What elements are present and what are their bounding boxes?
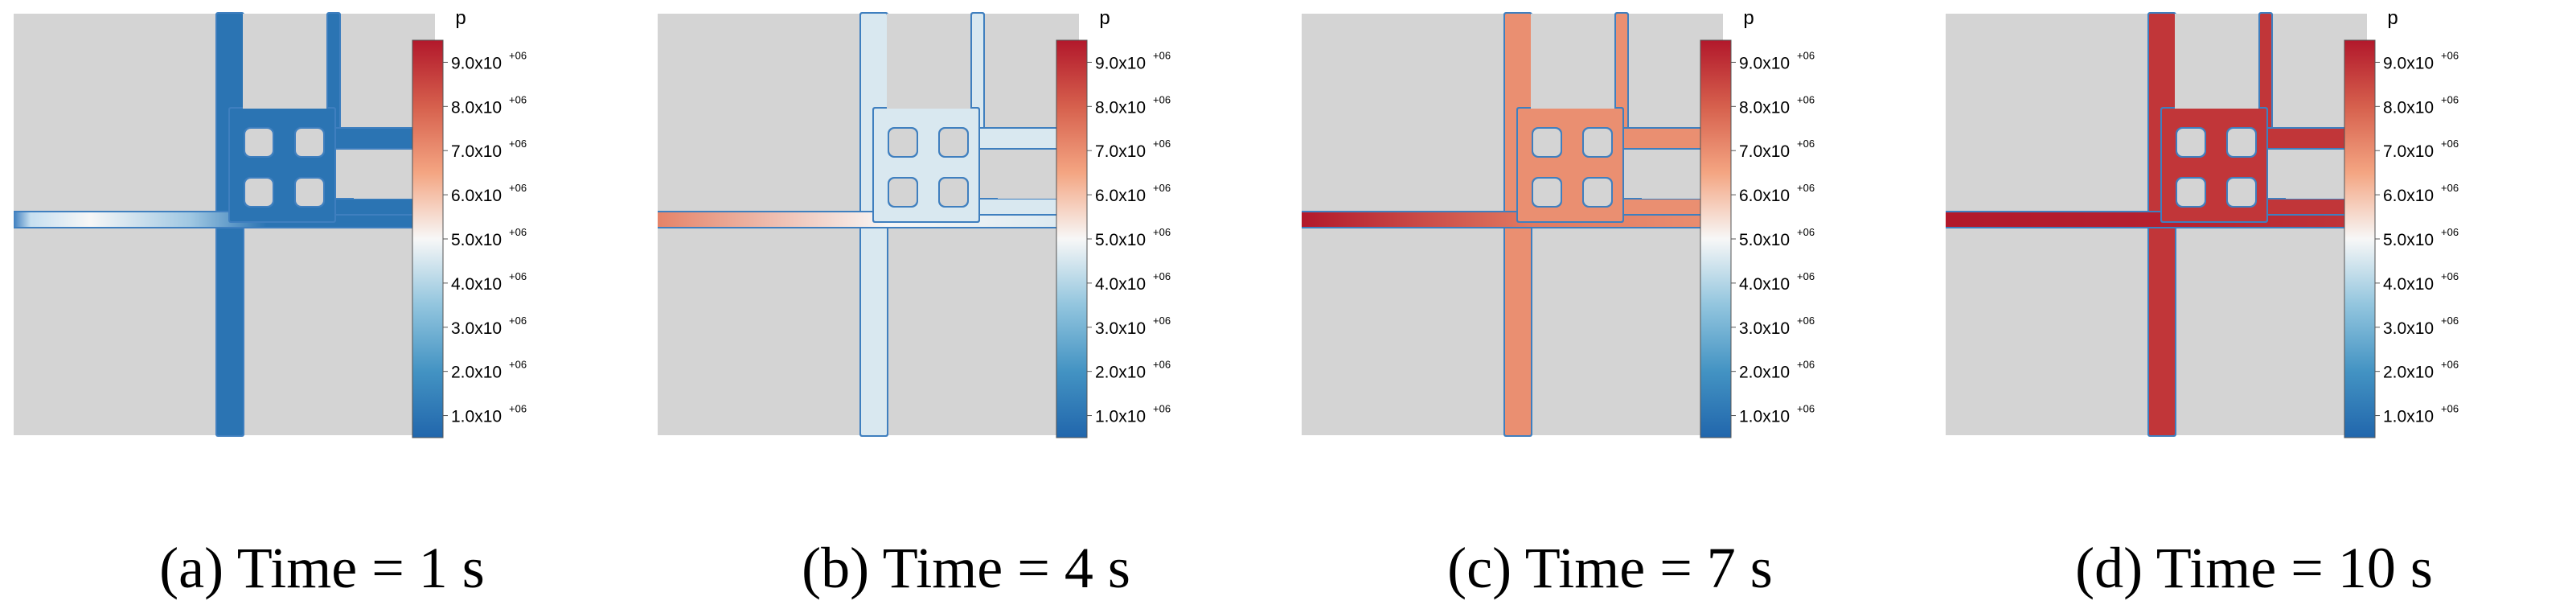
colorbar-tick-exponent: +06 bbox=[509, 226, 527, 238]
colorbar-tick-label: 2.0x10 bbox=[1095, 364, 1146, 382]
colorbar-tick-exponent: +06 bbox=[1797, 270, 1815, 282]
colorbar-tick-exponent: +06 bbox=[509, 49, 527, 61]
colorbar-tick-label: 2.0x10 bbox=[451, 364, 502, 382]
colorbar-tick-exponent: +06 bbox=[509, 182, 527, 194]
fracture-network bbox=[1302, 12, 1725, 437]
colorbar-tick-label: 8.0x10 bbox=[1095, 98, 1146, 117]
colorbar: p 9.0x10 +06 8.0x10 +06 7.0x10 +06 6.0x10 +06 5.0… bbox=[1056, 7, 1171, 438]
colorbar-tick-label: 9.0x10 bbox=[451, 54, 502, 72]
colorbar-title: p bbox=[455, 7, 466, 29]
panel-caption: (a) Time = 1 s bbox=[159, 536, 485, 600]
colorbar-tick-label: 2.0x10 bbox=[2383, 364, 2434, 382]
colorbar-tick-exponent: +06 bbox=[1797, 359, 1815, 371]
colorbar-tick-exponent: +06 bbox=[1153, 315, 1171, 327]
colorbar-tick-label: 8.0x10 bbox=[2383, 98, 2434, 117]
panel-d: p 9.0x10 +06 8.0x10 +06 7.0x10 +06 6.0x10 +06 5.0… bbox=[1932, 0, 2576, 613]
colorbar-tick-exponent: +06 bbox=[509, 359, 527, 371]
colorbar-tick-exponent: +06 bbox=[509, 315, 527, 327]
colorbar-tick-exponent: +06 bbox=[1797, 49, 1815, 61]
colorbar-tick-label: 1.0x10 bbox=[1739, 408, 1790, 426]
colorbar-tick-label: 9.0x10 bbox=[1095, 54, 1146, 72]
pressure-field: p 9.0x10 +06 8.0x10 +06 7.0x10 +06 6.0x10 +06 5.0… bbox=[1946, 7, 2459, 438]
colorbar-tick-exponent: +06 bbox=[2441, 182, 2459, 194]
colorbar-tick-exponent: +06 bbox=[509, 138, 527, 150]
colorbar-title: p bbox=[1743, 7, 1754, 29]
colorbar-tick-exponent: +06 bbox=[1797, 226, 1815, 238]
colorbar-tick-exponent: +06 bbox=[2441, 359, 2459, 371]
colorbar-tick-label: 6.0x10 bbox=[1739, 187, 1790, 205]
colorbar-tick-exponent: +06 bbox=[2441, 315, 2459, 327]
colorbar-tick-exponent: +06 bbox=[1153, 359, 1171, 371]
colorbar-tick-label: 4.0x10 bbox=[451, 275, 502, 294]
colorbar-tick-label: 6.0x10 bbox=[2383, 187, 2434, 205]
colorbar-tick-label: 4.0x10 bbox=[1095, 275, 1146, 294]
colorbar: p 9.0x10 +06 8.0x10 +06 7.0x10 +06 6.0x10 +06 5.0… bbox=[412, 7, 527, 438]
colorbar-tick-exponent: +06 bbox=[1797, 138, 1815, 150]
colorbar-tick-label: 4.0x10 bbox=[2383, 275, 2434, 294]
colorbar-tick-label: 8.0x10 bbox=[1739, 98, 1790, 117]
colorbar-tick-label: 9.0x10 bbox=[1739, 54, 1790, 72]
colorbar-tick-label: 4.0x10 bbox=[1739, 275, 1790, 294]
colorbar-tick-exponent: +06 bbox=[1797, 182, 1815, 194]
colorbar-tick-label: 2.0x10 bbox=[1739, 364, 1790, 382]
pressure-field: p 9.0x10 +06 8.0x10 +06 7.0x10 +06 6.0x10 +06 5.0… bbox=[658, 7, 1171, 438]
colorbar-tick-exponent: +06 bbox=[509, 93, 527, 105]
colorbar-tick-label: 3.0x10 bbox=[451, 319, 502, 338]
colorbar-title: p bbox=[1099, 7, 1110, 29]
colorbar-tick-label: 5.0x10 bbox=[451, 231, 502, 249]
colorbar-title: p bbox=[2387, 7, 2398, 29]
colorbar-tick-exponent: +06 bbox=[1153, 182, 1171, 194]
colorbar: p 9.0x10 +06 8.0x10 +06 7.0x10 +06 6.0x10 +06 5.0… bbox=[2344, 7, 2459, 438]
colorbar-tick-label: 9.0x10 bbox=[2383, 54, 2434, 72]
colorbar-tick-label: 6.0x10 bbox=[1095, 187, 1146, 205]
colorbar-tick-exponent: +06 bbox=[509, 403, 527, 415]
colorbar-tick-label: 5.0x10 bbox=[1739, 231, 1790, 249]
colorbar-tick-label: 1.0x10 bbox=[451, 408, 502, 426]
colorbar-tick-exponent: +06 bbox=[2441, 93, 2459, 105]
colorbar-tick-label: 1.0x10 bbox=[1095, 408, 1146, 426]
colorbar-tick-label: 6.0x10 bbox=[451, 187, 502, 205]
colorbar-tick-exponent: +06 bbox=[2441, 270, 2459, 282]
colorbar-tick-label: 5.0x10 bbox=[1095, 231, 1146, 249]
colorbar-tick-label: 7.0x10 bbox=[2383, 142, 2434, 161]
colorbar-tick-label: 7.0x10 bbox=[1739, 142, 1790, 161]
colorbar-tick-exponent: +06 bbox=[1153, 93, 1171, 105]
colorbar-tick-exponent: +06 bbox=[2441, 49, 2459, 61]
colorbar-tick-exponent: +06 bbox=[2441, 226, 2459, 238]
colorbar-tick-label: 7.0x10 bbox=[451, 142, 502, 161]
panel-c: p 9.0x10 +06 8.0x10 +06 7.0x10 +06 6.0x10 +06 5.0… bbox=[1288, 0, 1932, 613]
colorbar-tick-label: 8.0x10 bbox=[451, 98, 502, 117]
colorbar-tick-label: 3.0x10 bbox=[1739, 319, 1790, 338]
colorbar-tick-exponent: +06 bbox=[2441, 403, 2459, 415]
pressure-field: p 9.0x10 +06 8.0x10 +06 7.0x10 +06 6.0x10 +06 5.0… bbox=[14, 7, 527, 438]
colorbar-tick-exponent: +06 bbox=[509, 270, 527, 282]
colorbar-tick-exponent: +06 bbox=[1153, 270, 1171, 282]
colorbar-tick-exponent: +06 bbox=[1797, 93, 1815, 105]
panel-caption: (c) Time = 7 s bbox=[1447, 536, 1773, 600]
colorbar-tick-label: 1.0x10 bbox=[2383, 408, 2434, 426]
colorbar-tick-label: 7.0x10 bbox=[1095, 142, 1146, 161]
pressure-field: p 9.0x10 +06 8.0x10 +06 7.0x10 +06 6.0x10 +06 5.0… bbox=[1302, 7, 1815, 438]
colorbar-tick-label: 5.0x10 bbox=[2383, 231, 2434, 249]
panel-b: p 9.0x10 +06 8.0x10 +06 7.0x10 +06 6.0x10 +06 5.0… bbox=[644, 0, 1288, 613]
panel-caption: (b) Time = 4 s bbox=[802, 536, 1130, 600]
colorbar-tick-label: 3.0x10 bbox=[1095, 319, 1146, 338]
colorbar-tick-exponent: +06 bbox=[1797, 403, 1815, 415]
colorbar-tick-exponent: +06 bbox=[1153, 49, 1171, 61]
colorbar-tick-exponent: +06 bbox=[1153, 226, 1171, 238]
colorbar-tick-exponent: +06 bbox=[1153, 138, 1171, 150]
colorbar-tick-exponent: +06 bbox=[2441, 138, 2459, 150]
colorbar-tick-label: 3.0x10 bbox=[2383, 319, 2434, 338]
colorbar-tick-exponent: +06 bbox=[1153, 403, 1171, 415]
colorbar-tick-exponent: +06 bbox=[1797, 315, 1815, 327]
fracture-network bbox=[1946, 12, 2369, 437]
colorbar: p 9.0x10 +06 8.0x10 +06 7.0x10 +06 6.0x10 +06 5.0… bbox=[1700, 7, 1815, 438]
panel-caption: (d) Time = 10 s bbox=[2075, 536, 2433, 600]
panel-a: p 9.0x10 +06 8.0x10 +06 7.0x10 +06 6.0x10 +06 5.0… bbox=[0, 0, 644, 613]
fracture-network bbox=[658, 12, 1081, 437]
